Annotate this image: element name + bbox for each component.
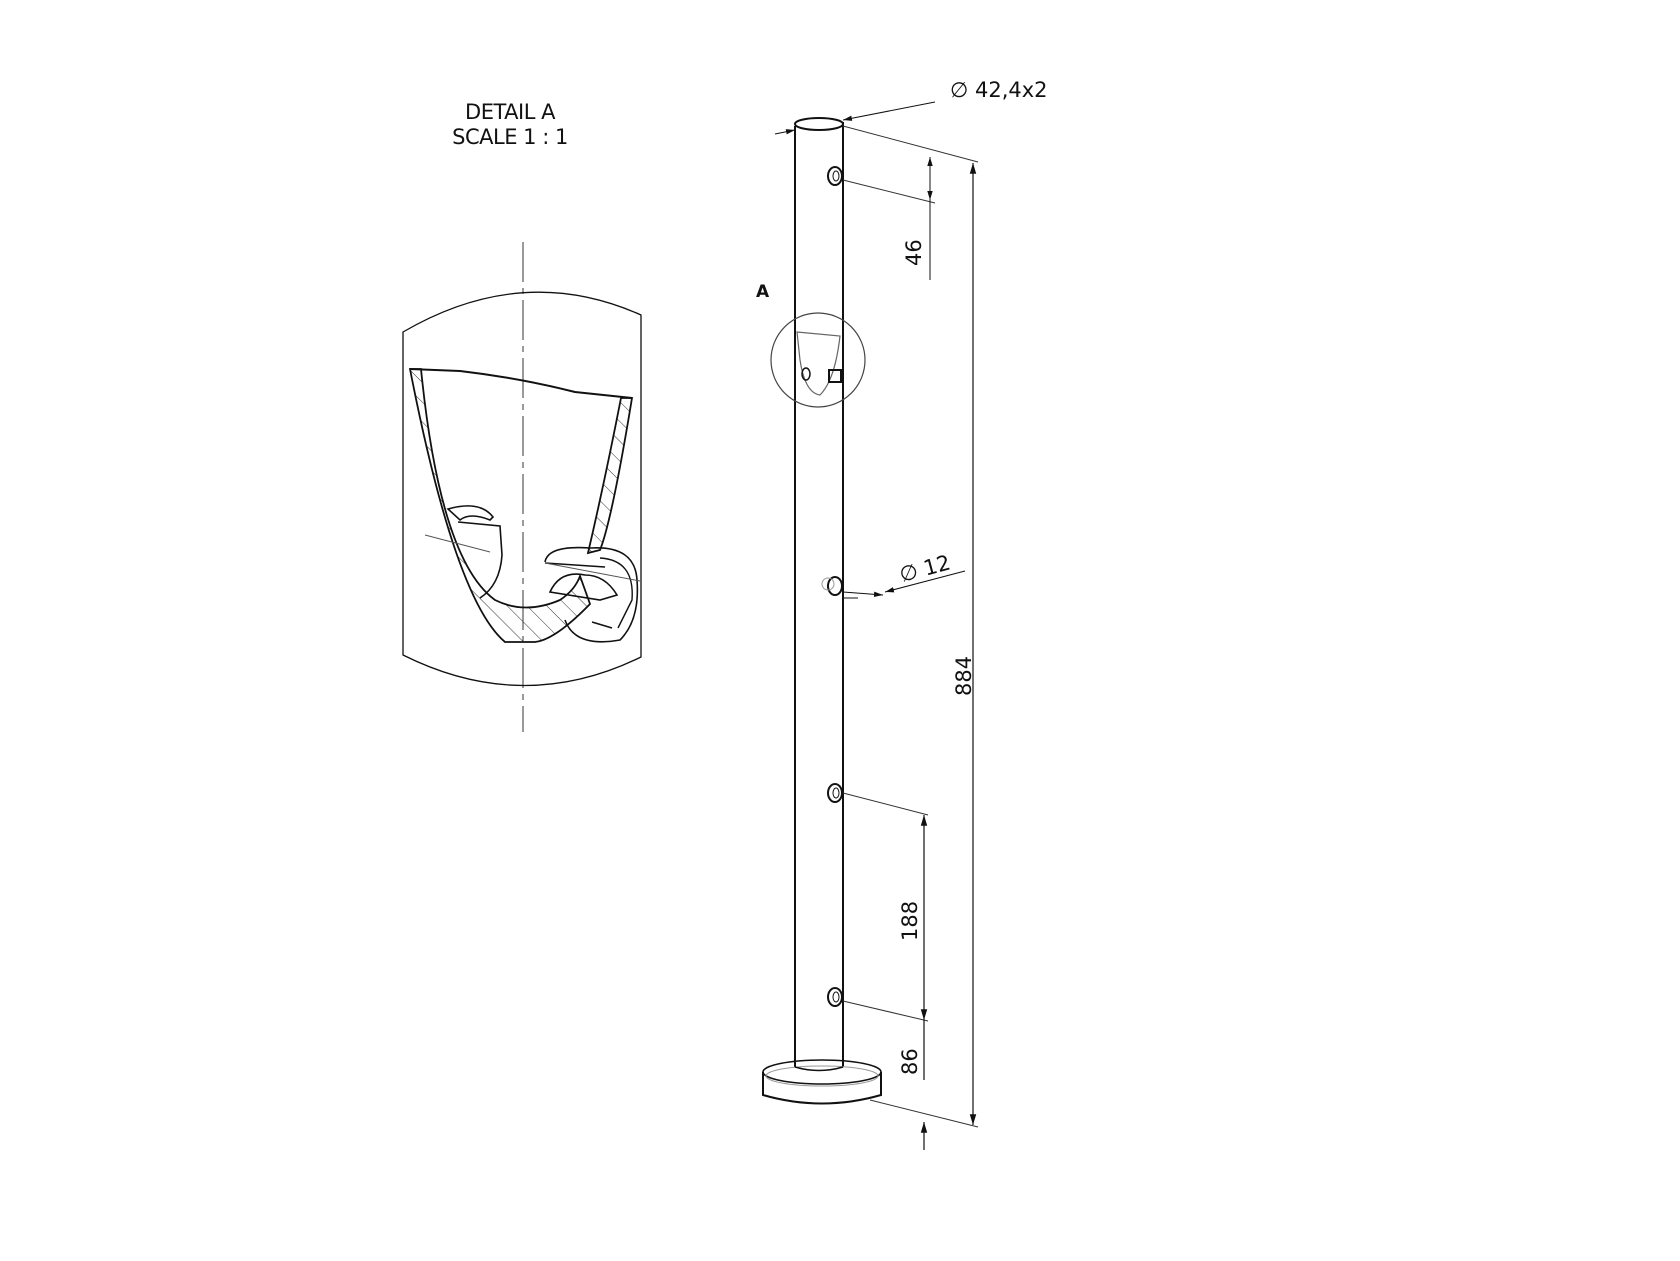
detail-title-text: DETAIL A <box>465 100 555 124</box>
left-hole-ring <box>446 505 495 522</box>
tube-diameter-dimension: ∅ 42,4x2 <box>950 78 1048 102</box>
hole-spacing-dimension: 188 <box>898 900 922 941</box>
base-plate <box>762 1059 882 1105</box>
tube-top <box>794 117 844 131</box>
post-main-view <box>762 101 979 1150</box>
detail-scale-text: SCALE 1 : 1 <box>452 125 568 149</box>
right-wall-section <box>586 397 634 555</box>
hole-4 <box>827 987 843 1007</box>
hole-3 <box>827 783 843 803</box>
detail-callout-label: A <box>756 282 770 302</box>
detail-a-callout-circle <box>770 312 866 408</box>
overall-height-dimension: 884 <box>952 655 976 696</box>
right-hole-ring <box>548 573 619 601</box>
hole-2 <box>821 576 843 596</box>
bottom-hole-offset-dimension: 86 <box>898 1048 922 1075</box>
detail-boundary <box>402 291 642 687</box>
top-hole-offset-dimension: 46 <box>902 239 926 266</box>
left-wall-section <box>408 368 592 643</box>
hole-1 <box>827 166 843 186</box>
detail-a-view <box>402 242 642 732</box>
detail-a-title: DETAIL A SCALE 1 : 1 <box>440 100 580 150</box>
